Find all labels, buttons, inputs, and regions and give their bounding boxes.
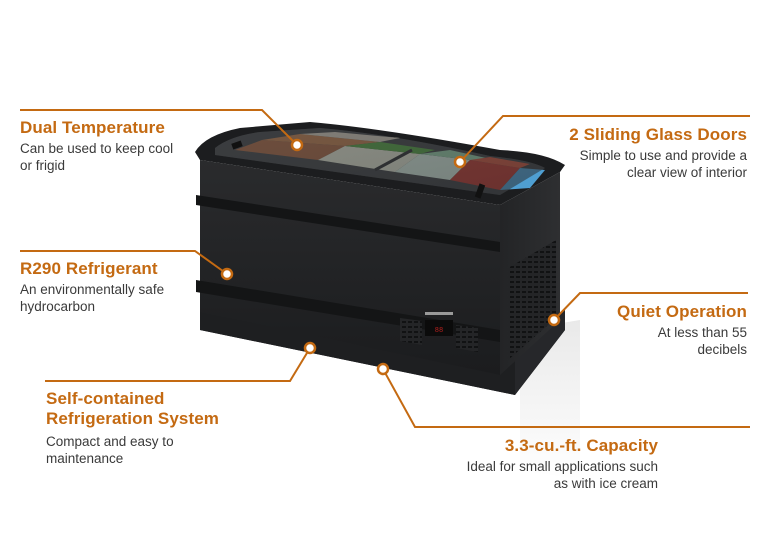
- dot-sliding-doors: [453, 155, 467, 169]
- svg-text:88: 88: [435, 327, 443, 335]
- feature-title: Self-contained Refrigeration System: [46, 389, 219, 428]
- callout-line-r290: [20, 250, 228, 275]
- left-door-handle: [231, 140, 243, 150]
- feature-desc: At less than 55 decibels: [657, 325, 747, 357]
- lower-rail: [196, 280, 500, 342]
- feature-title: R290 Refrigerant: [20, 259, 158, 278]
- front-vent-left: [400, 318, 422, 345]
- dot-quiet: [547, 313, 561, 327]
- callout-lines: [20, 109, 750, 428]
- feature-title: 2 Sliding Glass Doors: [569, 125, 747, 144]
- feature-dual-temperature: Dual Temperature Can be used to keep coo…: [20, 118, 260, 174]
- dot-self-contained: [303, 341, 317, 355]
- feature-title: 3.3-cu.-ft. Capacity: [504, 436, 658, 455]
- front-vent-right: [456, 325, 478, 352]
- feature-desc: Compact and easy to maintenance: [46, 434, 174, 466]
- callout-dots: [220, 138, 561, 376]
- feature-self-contained-refrigeration: Self-contained Refrigeration System Comp…: [46, 389, 286, 467]
- dot-r290: [220, 267, 234, 281]
- dot-dual-temperature: [290, 138, 304, 152]
- callout-line-dual-temperature: [20, 109, 298, 146]
- feature-desc: Can be used to keep cool or frigid: [20, 141, 174, 173]
- upper-rail: [196, 195, 500, 252]
- callout-line-sliding-doors: [459, 115, 750, 163]
- feature-title: Quiet Operation: [617, 302, 747, 321]
- feature-quiet-operation: Quiet Operation At less than 55 decibels: [567, 302, 747, 358]
- dot-capacity: [376, 362, 390, 376]
- feature-r290-refrigerant: R290 Refrigerant An environmentally safe…: [20, 259, 220, 315]
- brand-badge: [425, 312, 453, 315]
- feature-sliding-glass-doors: 2 Sliding Glass Doors Simple to use and …: [487, 125, 747, 181]
- callout-line-capacity: [382, 368, 750, 428]
- callout-line-self-contained: [45, 347, 311, 382]
- feature-capacity: 3.3-cu.-ft. Capacity Ideal for small app…: [398, 436, 658, 492]
- temp-display: [425, 320, 453, 336]
- feature-desc: Ideal for small applications such as wit…: [466, 459, 658, 491]
- right-door-handle: [474, 183, 486, 199]
- feature-title: Dual Temperature: [20, 118, 165, 137]
- feature-desc: An environmentally safe hydrocarbon: [20, 282, 165, 314]
- side-vent: [508, 240, 556, 360]
- callout-line-quiet: [553, 292, 748, 321]
- feature-desc: Simple to use and provide a clear view o…: [579, 148, 747, 180]
